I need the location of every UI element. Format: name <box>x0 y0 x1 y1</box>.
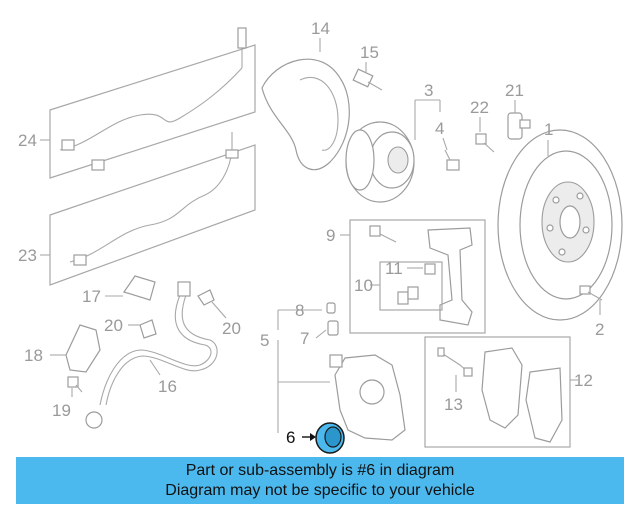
callout-24: 24 <box>18 131 37 150</box>
leader-lines <box>40 38 601 441</box>
bracket-18 <box>65 324 101 373</box>
screw-2 <box>579 285 603 301</box>
callout-9: 9 <box>326 226 335 245</box>
brake-disc <box>497 129 623 321</box>
callout-2: 2 <box>595 320 604 339</box>
clip-20-upper <box>197 289 215 306</box>
callout-7: 7 <box>300 329 309 348</box>
pad-sensor <box>437 347 473 377</box>
brake-caliper <box>329 354 406 441</box>
bolt-4 <box>444 149 460 171</box>
callout-19: 19 <box>52 401 71 420</box>
callout-13: 13 <box>444 395 463 414</box>
speed-sensor <box>507 112 531 140</box>
callout-21: 21 <box>505 81 524 100</box>
info-banner: Part or sub-assembly is #6 in diagram Di… <box>16 457 624 504</box>
bolt-19 <box>67 376 83 393</box>
callout-10: 10 <box>354 276 373 295</box>
callout-4: 4 <box>435 119 444 138</box>
callout-12: 12 <box>574 371 593 390</box>
brake-hose <box>85 281 218 429</box>
bracket-17 <box>123 275 156 301</box>
highlighted-part-6 <box>315 422 345 454</box>
bolt-15 <box>352 68 383 91</box>
callout-16: 16 <box>158 377 177 396</box>
callout-5: 5 <box>260 331 269 350</box>
callout-20-lower: 20 <box>104 316 123 335</box>
wear-sensor-wire-upper <box>49 27 256 179</box>
bleeder-screw <box>326 302 339 336</box>
carrier-box <box>349 219 486 334</box>
caliper-carrier <box>369 225 473 326</box>
callout-22: 22 <box>470 98 489 117</box>
hub-bearing <box>345 121 415 203</box>
callout-labels: 14 15 3 4 21 22 1 24 23 9 11 10 2 17 8 2… <box>18 19 604 447</box>
banner-line-2: Diagram may not be specific to your vehi… <box>165 481 475 499</box>
guide-pin-box <box>379 261 443 311</box>
banner-line-1: Part or sub-assembly is #6 in diagram <box>185 461 455 479</box>
brake-pads <box>481 347 563 443</box>
clip-20-lower <box>139 319 157 339</box>
callout-6-highlighted: 6 <box>286 428 295 447</box>
callout-18: 18 <box>24 346 43 365</box>
callout-1: 1 <box>544 120 553 139</box>
callout-20-upper: 20 <box>222 319 241 338</box>
callout-23: 23 <box>18 246 37 265</box>
callout-8: 8 <box>295 301 304 320</box>
callout-14: 14 <box>311 19 330 38</box>
dust-shield <box>261 58 350 171</box>
guide-pin-kit <box>397 263 436 305</box>
wear-sensor-wire-lower <box>49 132 256 286</box>
bolt-22 <box>475 133 495 153</box>
pads-box <box>424 336 571 448</box>
callout-17: 17 <box>82 287 101 306</box>
callout-15: 15 <box>360 43 379 62</box>
callout-3: 3 <box>424 81 433 100</box>
callout-11: 11 <box>385 259 403 278</box>
